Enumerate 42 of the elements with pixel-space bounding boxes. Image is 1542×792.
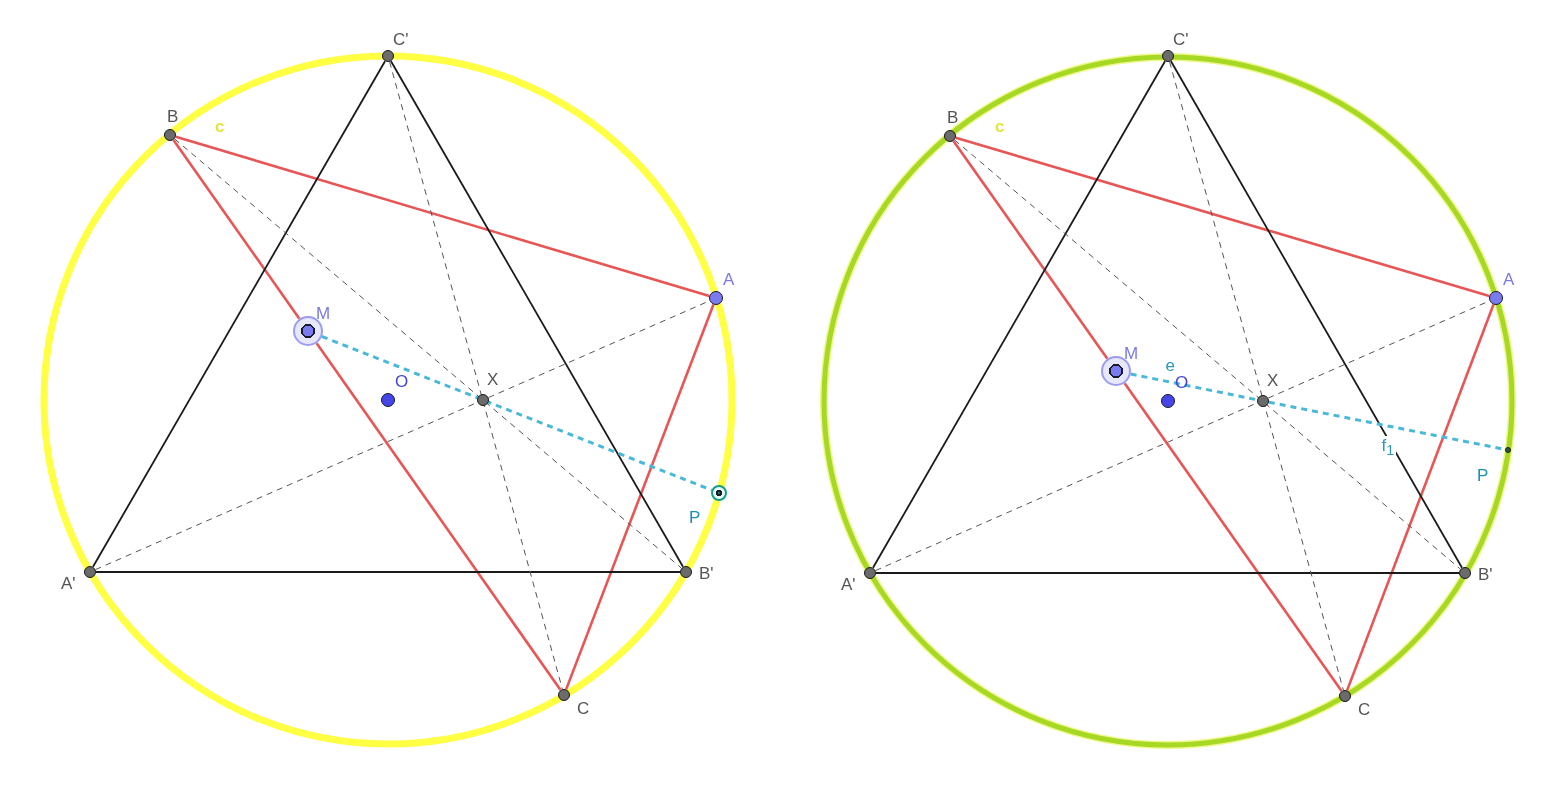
point-label: B — [947, 109, 959, 126]
point-label: B' — [1478, 566, 1493, 583]
line-segment — [172, 139, 301, 320]
dashed-line — [1169, 61, 1344, 691]
point-label: M — [316, 305, 331, 322]
line-segment — [1123, 382, 1343, 692]
dashed-line — [1130, 372, 1258, 402]
line-segment — [175, 135, 710, 298]
point-label: M — [1124, 345, 1139, 362]
line-segment — [952, 140, 1109, 360]
point-label: P — [1477, 467, 1489, 484]
point-label: A — [723, 271, 735, 288]
dashed-line — [954, 139, 1461, 570]
point-label: X — [1267, 372, 1279, 389]
point-label: A' — [61, 575, 76, 592]
point-label: X — [487, 371, 499, 388]
dashed-line — [174, 138, 682, 569]
point-label: C — [577, 700, 590, 717]
line-segment — [955, 136, 1490, 298]
point-label: C' — [1173, 31, 1189, 48]
line-segment — [95, 571, 681, 573]
line-segment — [875, 572, 1460, 574]
line-segment — [564, 304, 715, 690]
curve-label: c — [215, 118, 225, 135]
point-label: O — [1175, 374, 1189, 391]
point-label: B — [167, 108, 179, 125]
line-segment — [315, 342, 562, 691]
line-segment — [1345, 304, 1495, 691]
dashed-line — [389, 61, 563, 690]
line-segment — [1170, 60, 1463, 569]
point-label: A — [1503, 271, 1515, 288]
dashed-line — [321, 335, 713, 492]
point-label: A' — [841, 576, 856, 593]
point-label: C — [1358, 701, 1371, 718]
point-label: C' — [393, 31, 409, 48]
point-label: B' — [699, 565, 714, 582]
curve-label: c — [995, 118, 1005, 135]
line-segment — [390, 60, 684, 568]
line-segment — [92, 60, 386, 568]
line-segment — [872, 60, 1166, 569]
point-label: P — [689, 509, 701, 526]
point-label: O — [395, 373, 409, 390]
